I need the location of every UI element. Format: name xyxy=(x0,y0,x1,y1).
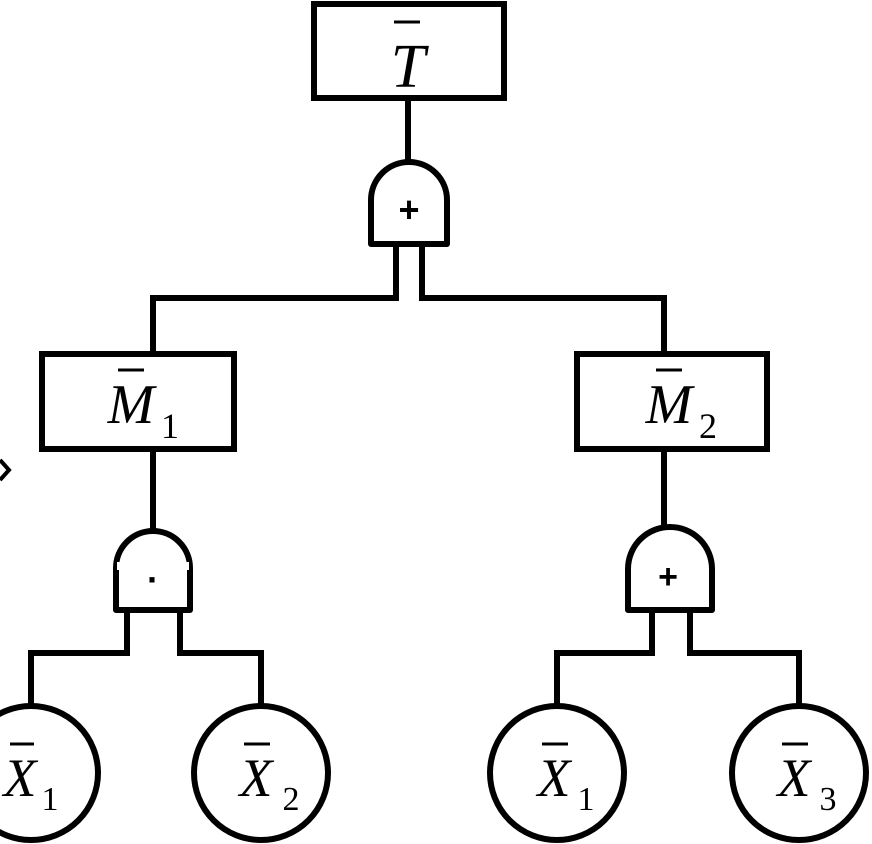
m2-letter: M xyxy=(645,374,696,436)
top-event-box xyxy=(311,1,507,101)
or-gate-symbol: + xyxy=(398,189,419,230)
intermediate-event-m1: M 1 xyxy=(39,351,237,452)
x2-circle xyxy=(191,703,331,843)
x1-circle xyxy=(487,703,627,843)
x3-letter: X xyxy=(776,748,813,808)
or-gate-shape xyxy=(625,524,715,613)
intermediate-event-m2: M 2 xyxy=(574,351,770,452)
x2-letter: X xyxy=(238,748,275,808)
x1-subscript: 1 xyxy=(42,781,59,818)
basic-event-x2: X 2 xyxy=(191,703,331,843)
x3-subscript: 3 xyxy=(820,781,837,818)
basic-event-x1-right: X 1 xyxy=(487,703,627,843)
arrow-tip-fragment xyxy=(0,458,12,482)
basic-event-x3: X 3 xyxy=(729,703,869,843)
line-gate-to-m1 xyxy=(150,241,399,357)
line-gate-to-x3 xyxy=(687,607,802,709)
or-gate-shape xyxy=(368,159,450,247)
or-gate-symbol: + xyxy=(658,558,678,596)
top-event: T xyxy=(311,1,507,101)
line-gate-to-m2 xyxy=(419,241,667,357)
x3-circle xyxy=(729,703,869,843)
top-or-gate: + xyxy=(368,159,450,247)
and-gate-symbol: · xyxy=(147,559,159,600)
right-or-gate: + xyxy=(625,524,715,613)
line-gate-to-x2 xyxy=(177,607,264,709)
line-gate-to-x1-right xyxy=(554,607,655,709)
and-gate-shape xyxy=(113,528,193,613)
m1-subscript: 1 xyxy=(161,406,179,446)
line-gate-to-x1-left xyxy=(28,607,130,709)
x1-letter: X xyxy=(2,748,39,808)
x1-letter: X xyxy=(536,748,573,808)
left-and-gate: · xyxy=(113,528,193,613)
top-event-label: T xyxy=(391,33,430,101)
m2-subscript: 2 xyxy=(699,406,717,446)
x2-subscript: 2 xyxy=(283,781,300,818)
x1-subscript: 1 xyxy=(578,781,595,818)
basic-event-x1-left: X 1 xyxy=(0,703,101,843)
connector-lines xyxy=(28,95,802,709)
m1-letter: M xyxy=(107,374,158,436)
x1-circle xyxy=(0,703,101,843)
